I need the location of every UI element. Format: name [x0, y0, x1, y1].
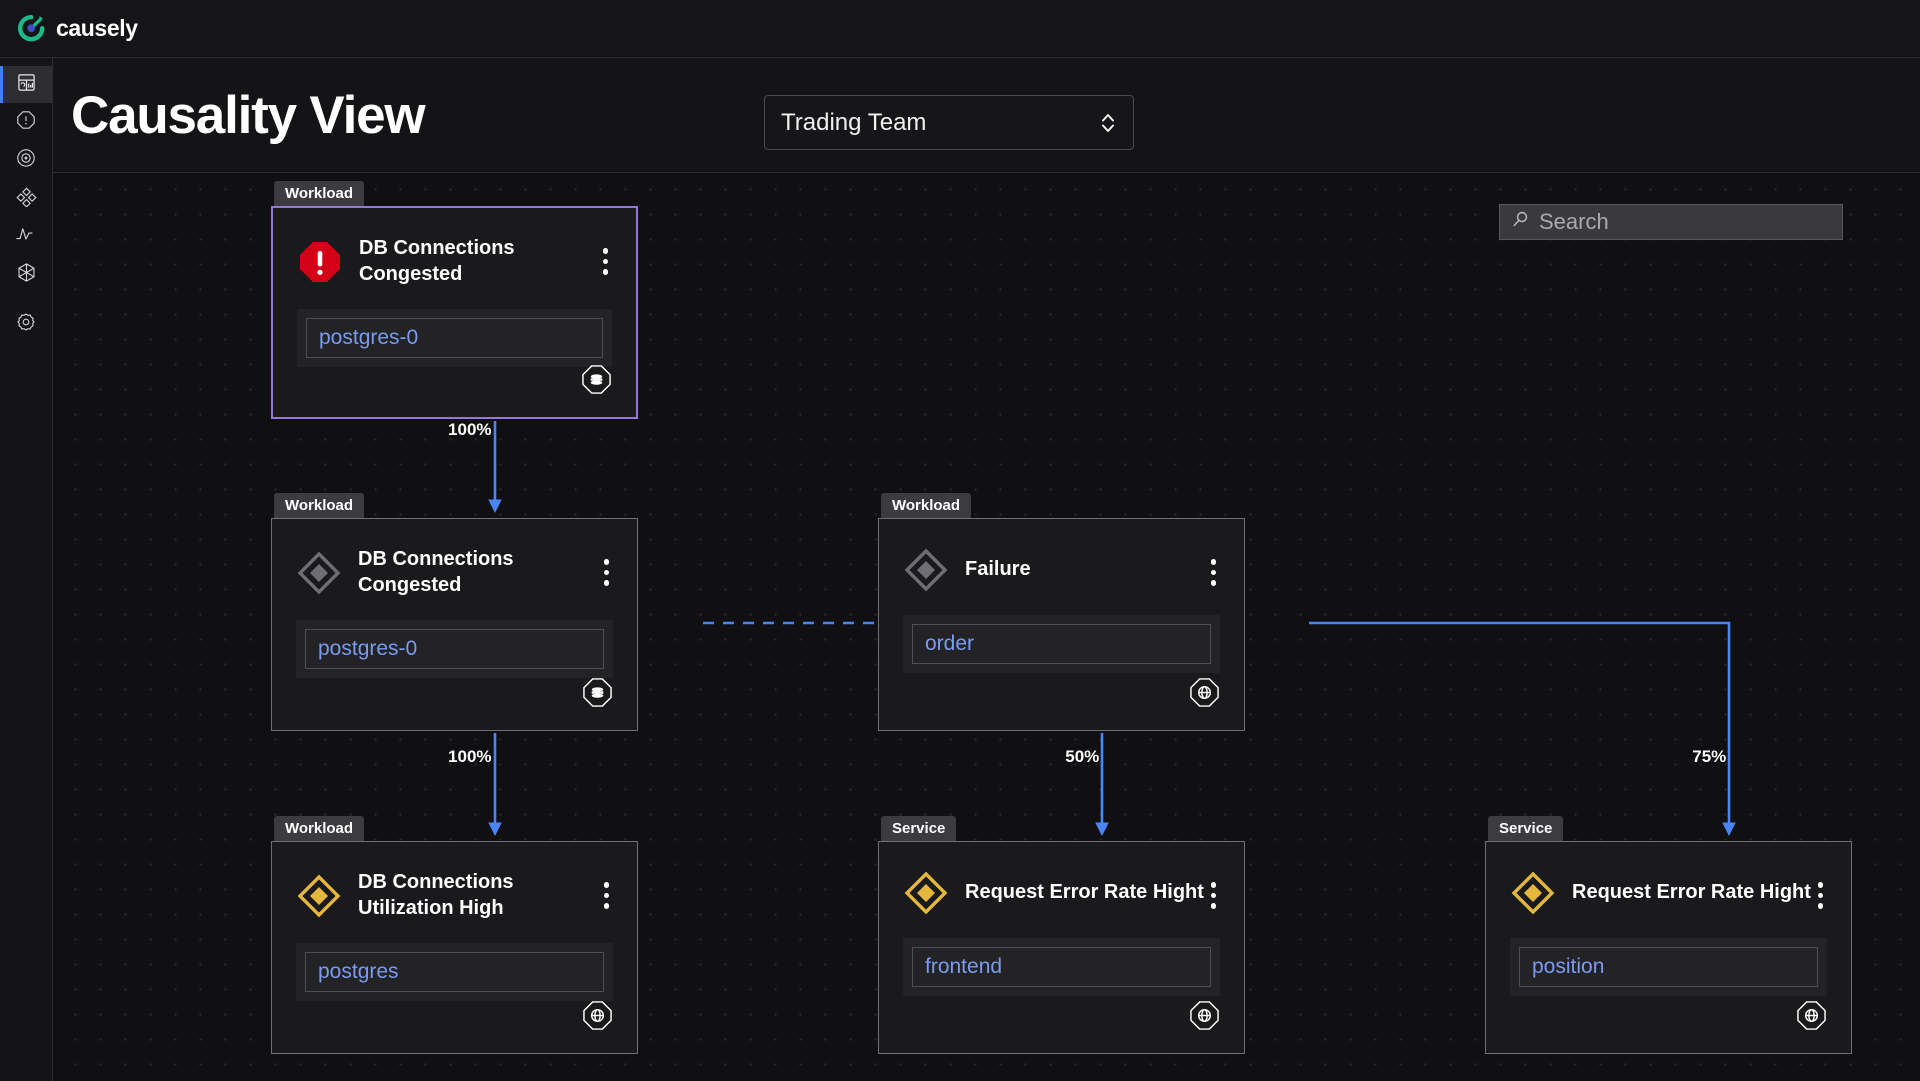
node-type-tab: Service	[1488, 816, 1564, 842]
node-title: Request Error Rate Hight	[965, 881, 1204, 904]
globe-hexagon-icon	[582, 1000, 613, 1031]
edge-n3-n6	[1309, 621, 1736, 837]
graph-node[interactable]: Service Request Error Rate Hight fronten…	[878, 816, 1245, 1054]
sidebar-item-clusters[interactable]	[0, 256, 53, 293]
brand-logo[interactable]: causely	[16, 13, 138, 44]
chevron-updown-icon	[1099, 110, 1117, 136]
sidebar-item-dashboard[interactable]	[0, 66, 53, 103]
node-card[interactable]: DB Connections Utilization High postgres	[271, 841, 638, 1054]
dashboard-grid-icon	[17, 73, 36, 97]
node-chip-container: position	[1510, 938, 1827, 996]
node-title: DB Connections Congested	[359, 237, 515, 285]
node-title: Failure	[965, 558, 1031, 581]
sidebar-item-metrics[interactable]	[0, 218, 53, 255]
node-menu-button[interactable]	[1207, 879, 1221, 912]
node-header: Request Error Rate Hight	[1486, 842, 1851, 916]
edge-label: 75%	[1692, 747, 1727, 766]
diamond-yellow-icon	[903, 870, 949, 916]
node-card[interactable]: DB Connections Congested postgres-0	[271, 518, 638, 731]
page-title: Causality View	[71, 85, 426, 145]
exclamation-octagon-icon	[16, 110, 36, 135]
node-header: DB Connections Congested	[273, 208, 636, 287]
node-entity-chip[interactable]: order	[912, 624, 1211, 664]
sidebar-item-settings[interactable]	[0, 306, 53, 343]
sidebar-item-alerts[interactable]	[0, 104, 53, 141]
node-card[interactable]: Request Error Rate Hight position	[1485, 841, 1852, 1054]
node-header: DB Connections Congested	[272, 519, 637, 598]
node-title: DB Connections Utilization High	[358, 871, 514, 919]
node-title: DB Connections Congested	[358, 548, 514, 596]
diamond-grey-icon	[296, 550, 342, 596]
node-entity-chip[interactable]: postgres-0	[305, 629, 604, 670]
alert-octagon-icon	[297, 239, 343, 285]
graph-node[interactable]: Service Request Error Rate Hight positio…	[1485, 816, 1852, 1054]
sidebar-item-targets[interactable]	[0, 142, 53, 179]
node-header: Failure	[879, 519, 1244, 593]
graph-node[interactable]: Workload DB Connections Congested postgr…	[271, 181, 638, 419]
globe-hexagon-icon	[1796, 1000, 1827, 1031]
search-placeholder: Search	[1539, 209, 1609, 234]
node-type-tab: Workload	[274, 816, 365, 842]
node-menu-button[interactable]	[600, 879, 614, 912]
diamond-yellow-icon	[1510, 870, 1556, 916]
node-entity-chip[interactable]: postgres-0	[306, 318, 603, 359]
edge-label: 50%	[1065, 747, 1100, 766]
diamond-grey-icon	[903, 547, 949, 593]
node-chip-container: frontend	[903, 938, 1220, 996]
node-type-tab: Workload	[881, 493, 972, 519]
graph-node[interactable]: Workload DB Connections Utilization High…	[271, 816, 638, 1054]
node-chip-container: postgres-0	[297, 309, 612, 368]
node-menu-button[interactable]	[599, 245, 613, 278]
node-header: DB Connections Utilization High	[272, 842, 637, 921]
waveform-icon	[15, 224, 37, 249]
node-menu-button[interactable]	[1207, 556, 1221, 589]
node-menu-button[interactable]	[1814, 879, 1828, 912]
node-card[interactable]: Request Error Rate Hight frontend	[878, 841, 1245, 1054]
edge-label: 100%	[448, 747, 492, 766]
causality-graph-canvas[interactable]: Search 100% 100% 50% 75% Workload	[53, 173, 1920, 1081]
node-card[interactable]: DB Connections Congested postgres-0	[271, 206, 638, 419]
node-entity-chip[interactable]: postgres	[305, 952, 604, 993]
sidebar-item-topology[interactable]	[0, 180, 53, 217]
page-header: Causality View Trading Team	[53, 58, 1920, 173]
edge-label: 100%	[448, 420, 492, 439]
node-chip-container: postgres	[296, 943, 613, 1002]
node-type-tab: Workload	[274, 181, 365, 207]
node-header: Request Error Rate Hight	[879, 842, 1244, 916]
node-menu-button[interactable]	[600, 556, 614, 589]
target-circle-icon	[16, 148, 36, 173]
team-select[interactable]: Trading Team	[764, 95, 1134, 150]
node-card[interactable]: Failure order	[878, 518, 1245, 731]
node-entity-chip[interactable]: position	[1519, 947, 1818, 987]
node-type-tab: Workload	[274, 493, 365, 519]
node-type-tab: Service	[881, 816, 957, 842]
top-bar: causely	[0, 0, 1920, 58]
database-hexagon-icon	[582, 677, 613, 708]
node-entity-chip[interactable]: frontend	[912, 947, 1211, 987]
graph-node[interactable]: Workload DB Connections Congested postgr…	[271, 493, 638, 731]
four-diamonds-icon	[15, 186, 37, 212]
left-nav-rail	[0, 58, 53, 1081]
globe-hexagon-icon	[1189, 1000, 1220, 1031]
database-hexagon-icon	[581, 364, 612, 395]
causely-target-logo-icon	[16, 13, 47, 44]
graph-node[interactable]: Workload Failure order	[878, 493, 1245, 731]
node-chip-container: order	[903, 615, 1220, 673]
team-select-value: Trading Team	[781, 108, 927, 136]
node-title: Request Error Rate Hight	[1572, 881, 1811, 904]
search-icon	[1511, 210, 1530, 234]
brand-name: causely	[56, 15, 138, 41]
search-input[interactable]: Search	[1499, 204, 1843, 240]
diamond-yellow-icon	[296, 873, 342, 919]
globe-hexagon-icon	[1189, 677, 1220, 708]
hexagon-split-icon	[16, 262, 37, 288]
node-chip-container: postgres-0	[296, 620, 613, 679]
gear-icon	[16, 312, 36, 337]
